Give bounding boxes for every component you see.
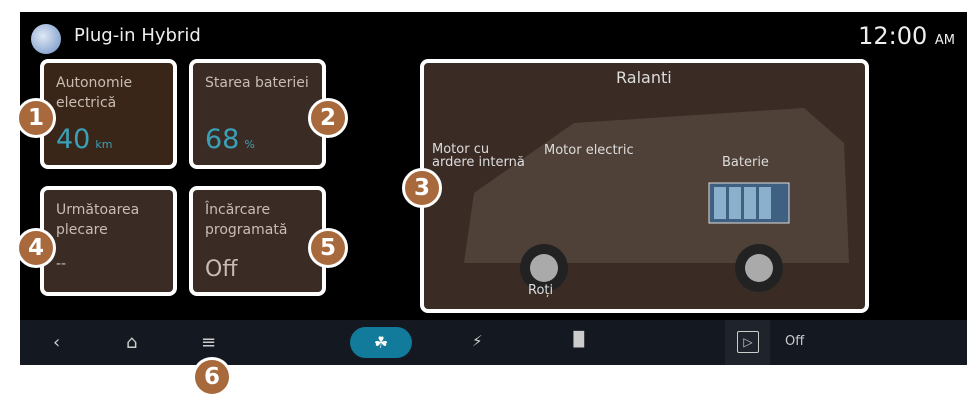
clock: 12:00 AM <box>858 22 955 50</box>
tile-label: Următoarea plecare <box>56 202 140 238</box>
diagram-title: Ralanti <box>616 68 672 87</box>
eco-tab-leaf-icon[interactable]: ☘ <box>350 327 412 358</box>
play-icon: ▷ <box>737 331 759 353</box>
back-icon[interactable]: ‹ <box>53 332 61 353</box>
play-status: Off <box>785 334 805 349</box>
clock-ampm: AM <box>934 33 955 48</box>
profile-avatar[interactable] <box>31 24 61 54</box>
tile-value: 40 km <box>56 124 112 155</box>
menu-icon[interactable]: ≡ <box>201 332 217 353</box>
motor-label: Motor electric <box>544 143 634 158</box>
battery-cells <box>714 187 771 219</box>
energy-flow-diagram: Ralanti Motor cu ardere internă Motor el… <box>420 59 869 313</box>
page-title: Plug-in Hybrid <box>74 25 201 46</box>
tile-scheduled-charging[interactable]: Încărcare programată Off <box>189 186 326 296</box>
tile-value: 68% <box>205 124 255 155</box>
tile-label: Încărcare programată <box>205 202 288 238</box>
tile-ev-range[interactable]: Autonomie electrică 40 km <box>40 59 177 169</box>
charging-settings-icon[interactable]: ⚡ <box>472 332 483 350</box>
callout-1: 1 <box>16 98 56 138</box>
engine-label: Motor cu ardere internă <box>432 142 525 170</box>
callout-3: 3 <box>402 168 442 208</box>
callout-2: 2 <box>308 98 348 138</box>
tile-value-number: 40 <box>56 124 91 155</box>
tile-battery[interactable]: Starea bateriei 68% <box>189 59 326 169</box>
tile-value: Off <box>205 257 238 282</box>
front-wheel-rim <box>530 254 558 282</box>
tile-value: -- <box>56 256 67 272</box>
callout-6: 6 <box>192 357 232 397</box>
callout-5: 5 <box>308 228 348 268</box>
tile-label: Autonomie electrică <box>56 75 133 111</box>
tile-next-departure[interactable]: Următoarea plecare -- <box>40 186 177 296</box>
bottom-nav: ‹ ⌂ ≡ ☘ ⚡ ▐▌ ▷ Off <box>20 320 967 365</box>
clock-time: 12:00 <box>858 22 928 50</box>
wheels-label: Roți <box>528 283 554 298</box>
tile-value-number: 68 <box>205 124 240 155</box>
tile-value-unit: km <box>95 138 113 151</box>
screen: Plug-in Hybrid 12:00 AM Autonomie electr… <box>20 12 967 365</box>
play-button[interactable]: ▷ <box>725 320 770 365</box>
rear-wheel-rim <box>745 254 773 282</box>
tile-value-unit: % <box>244 138 255 151</box>
battery-label: Baterie <box>722 155 769 170</box>
car-illustration <box>464 108 849 292</box>
car-body <box>464 108 849 263</box>
energy-chart-icon[interactable]: ▐▌ <box>568 332 590 348</box>
callout-4: 4 <box>16 228 56 268</box>
tile-label: Starea bateriei <box>205 75 309 91</box>
home-icon[interactable]: ⌂ <box>126 332 138 353</box>
